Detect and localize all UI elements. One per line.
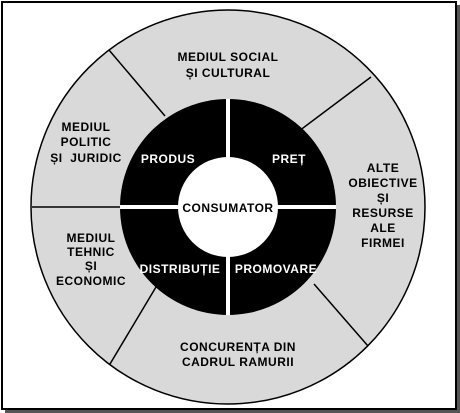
svg-text:ȘI: ȘI xyxy=(377,191,389,205)
svg-text:MEDIUL: MEDIUL xyxy=(62,120,111,134)
divider-concurenta-tehnic xyxy=(109,286,157,365)
core-label: CONSUMATOR xyxy=(182,201,273,215)
mix-label-pret: PREȚ xyxy=(272,152,306,166)
env-label-tehnic: MEDIUL TEHNIC ȘI ECONOMIC xyxy=(56,231,126,288)
svg-text:POLITIC: POLITIC xyxy=(61,135,112,149)
divider-social-politic xyxy=(108,49,166,117)
env-label-social: MEDIUL SOCIAL ȘI CULTURAL xyxy=(178,50,279,80)
svg-text:RESURSE: RESURSE xyxy=(352,206,414,220)
svg-text:ȘI JURIDIC: ȘI JURIDIC xyxy=(50,151,122,165)
svg-text:MEDIUL SOCIAL: MEDIUL SOCIAL xyxy=(178,50,279,64)
svg-text:CONCURENȚA DIN: CONCURENȚA DIN xyxy=(180,340,296,354)
svg-text:ECONOMIC: ECONOMIC xyxy=(56,274,126,288)
svg-text:ȘI: ȘI xyxy=(85,259,97,273)
mix-label-promovare: PROMOVARE xyxy=(235,262,317,276)
svg-text:ALTE: ALTE xyxy=(367,161,399,175)
svg-text:MEDIUL: MEDIUL xyxy=(67,231,116,245)
env-label-politic: MEDIUL POLITIC ȘI JURIDIC xyxy=(50,120,122,165)
svg-text:ALE: ALE xyxy=(370,221,396,235)
core-label-backdrop xyxy=(183,198,275,216)
svg-text:FIRMEI: FIRMEI xyxy=(361,236,405,250)
mix-label-produs: PRODUS xyxy=(141,152,195,166)
divider-social-firma xyxy=(294,76,372,135)
mix-label-distributie: DISTRIBUȚIE xyxy=(140,262,221,276)
svg-text:CADRUL RAMURII: CADRUL RAMURII xyxy=(182,355,294,369)
svg-text:ȘI CULTURAL: ȘI CULTURAL xyxy=(186,66,271,80)
svg-text:TEHNIC: TEHNIC xyxy=(67,245,115,259)
env-label-firma: ALTE OBIECTIVE ȘI RESURSE ALE FIRMEI xyxy=(348,161,417,250)
svg-text:OBIECTIVE: OBIECTIVE xyxy=(348,176,417,190)
divider-firma-concurenta xyxy=(313,283,369,347)
env-label-concurenta: CONCURENȚA DIN CADRUL RAMURII xyxy=(180,340,296,369)
